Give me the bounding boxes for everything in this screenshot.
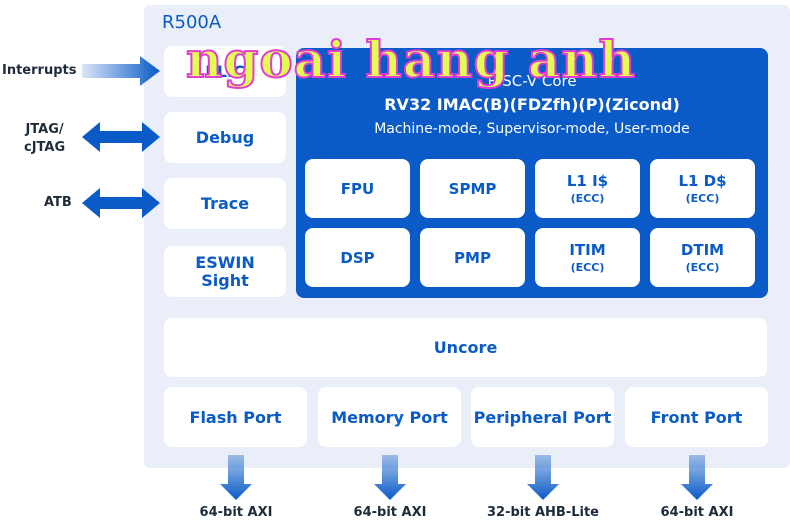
dtim-unit: DTIM (ECC) [650,228,755,287]
front-bus-arrow [681,455,713,500]
core-modes: Machine-mode, Supervisor-mode, User-mode [374,121,690,137]
unit-label: DTIM [680,241,725,259]
uncore-label: Uncore [433,338,498,357]
debug-label: Debug [195,128,255,147]
unit-label: PMP [454,248,491,267]
flash-bus-arrow [220,455,252,500]
interrupts-label: Interrupts [2,63,77,78]
chip-title: R500A [162,12,222,33]
jtag-label-line2: cJTAG [24,140,66,155]
jtag-double-arrow [82,122,160,152]
unit-label: L1 D$ [678,172,727,190]
unit-label: FPU [340,179,375,198]
trace-block: Trace [164,178,286,229]
unit-label: SPMP [448,179,497,198]
peripheral-bus-arrow [527,455,559,500]
unit-sublabel: (ECC) [570,261,605,274]
port-label: Memory Port [331,407,448,427]
plic-label: PLIC [205,62,245,81]
flash-bus-label: 64-bit AXI [199,505,273,520]
peripheral-bus-label: 32-bit AHB-Lite [486,505,599,520]
memory-port: Memory Port [318,387,461,447]
port-label: Peripheral Port [473,407,612,427]
port-label: Flash Port [189,407,282,427]
l1-icache-unit: L1 I$ (ECC) [535,159,640,218]
atb-double-arrow [82,188,160,218]
uncore-block: Uncore [164,318,767,377]
interrupts-arrow [82,56,160,86]
unit-sublabel: (ECC) [685,261,720,274]
core-isa: RV32 IMAC(B)(FDZfh)(P)(Zicond) [384,95,680,114]
memory-bus-arrow [374,455,406,500]
port-label: Front Port [650,407,743,427]
eswin-sight-block: ESWIN Sight [164,246,286,297]
memory-bus-label: 64-bit AXI [353,505,427,520]
jtag-label-line1: JTAG/ [25,122,64,137]
trace-label: Trace [200,194,250,213]
flash-port: Flash Port [164,387,307,447]
atb-label: ATB [44,195,72,210]
spmp-unit: SPMP [420,159,525,218]
plic-block: PLIC [164,46,286,97]
unit-label: L1 I$ [566,172,609,190]
peripheral-port: Peripheral Port [471,387,614,447]
eswin-sight-label: ESWIN Sight [195,252,255,290]
dsp-unit: DSP [305,228,410,287]
unit-sublabel: (ECC) [685,192,720,205]
debug-block: Debug [164,112,286,163]
unit-sublabel: (ECC) [570,192,605,205]
watermark-text: ngoai hang anh [185,29,637,90]
unit-label: ITIM [569,241,606,259]
itim-unit: ITIM (ECC) [535,228,640,287]
jtag-label: JTAG/ cJTAG [24,121,65,157]
fpu-unit: FPU [305,159,410,218]
core-name: RISC-V Core [487,72,577,90]
front-bus-label: 64-bit AXI [660,505,734,520]
unit-label: DSP [340,248,375,267]
front-port: Front Port [625,387,768,447]
l1-dcache-unit: L1 D$ (ECC) [650,159,755,218]
pmp-unit: PMP [420,228,525,287]
